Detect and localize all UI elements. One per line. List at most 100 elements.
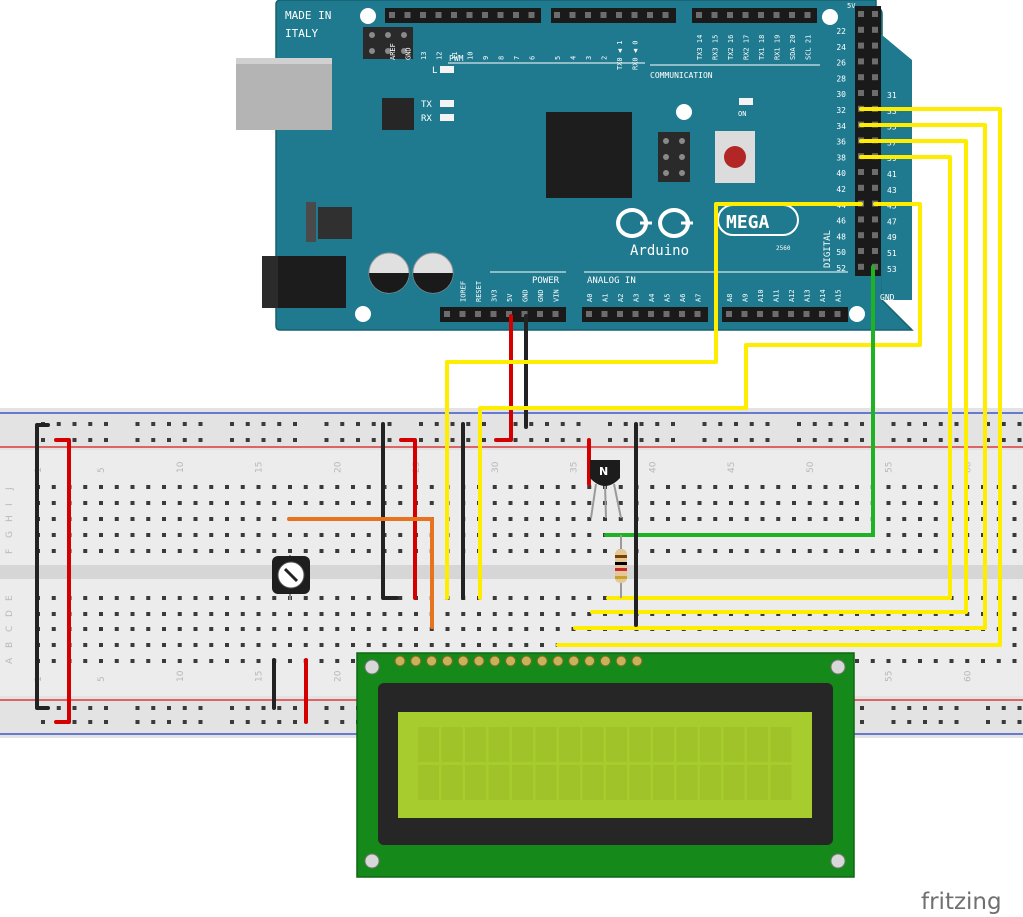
breadboard-hole <box>445 643 450 647</box>
lcd-character-cell <box>606 765 627 800</box>
breadboard-hole <box>272 643 277 647</box>
breadboard-hole <box>445 612 450 616</box>
rail-hole <box>860 438 864 442</box>
breadboard-hole <box>760 485 765 489</box>
power-pin-label: IOREF <box>460 281 468 302</box>
breadboard-hole <box>351 612 355 616</box>
digital-header-top-1 <box>385 8 541 23</box>
breadboard-hole <box>193 533 198 537</box>
breadboard-hole <box>492 596 497 600</box>
breadboard-hole <box>256 596 261 600</box>
breadboard-hole <box>162 549 166 553</box>
rail-hole <box>482 438 486 442</box>
rail-hole <box>230 720 234 724</box>
breadboard-hole <box>335 501 340 505</box>
lcd-mounting-hole <box>364 659 380 675</box>
breadboard-hole <box>177 612 182 616</box>
rail-hole <box>639 438 644 442</box>
lcd-character-cell <box>629 765 651 800</box>
breadboard-hole <box>303 627 308 631</box>
breadboard-hole <box>933 549 938 553</box>
rail-hole <box>450 438 455 442</box>
power-pin-label: GND <box>522 289 530 302</box>
rail-hole <box>797 438 801 442</box>
rail-hole <box>891 706 896 710</box>
header-pin-label: SDA 20 <box>789 35 797 60</box>
breadboard-hole <box>382 627 387 631</box>
breadboard-hole <box>398 643 403 647</box>
breadboard-hole <box>114 501 119 505</box>
breadboard-hole <box>1012 549 1017 553</box>
header-pin <box>834 311 841 317</box>
breadboard-hole <box>524 517 529 521</box>
header-pin-label: 8 <box>498 56 506 60</box>
breadboard-hole <box>209 501 214 505</box>
breadboard-hole <box>870 549 875 553</box>
lcd-character-cell <box>488 727 510 762</box>
rail-hole <box>702 422 707 426</box>
header-pin <box>632 311 639 317</box>
breadboard-hole <box>83 627 88 631</box>
breadboard-hole <box>288 549 292 553</box>
breadboard-hole <box>540 501 544 505</box>
breadboard-row-letter: H <box>5 515 15 522</box>
breadboard-hole <box>650 501 655 505</box>
digital-pin-label: 31 <box>887 91 897 100</box>
pin-gnd-label: GND <box>880 293 895 302</box>
breadboard-hole <box>319 533 324 537</box>
header-pin <box>872 26 878 33</box>
power-header <box>440 307 566 322</box>
rail-hole <box>986 706 990 710</box>
rail-hole <box>907 706 912 710</box>
rail-hole <box>891 422 896 426</box>
breadboard-hole <box>540 549 544 553</box>
header-pin <box>420 12 426 18</box>
breadboard-hole <box>744 549 749 553</box>
svg-text:MEGA: MEGA <box>726 212 770 233</box>
header-pin <box>872 11 878 17</box>
breadboard-hole <box>429 485 434 489</box>
rail-hole <box>198 706 203 710</box>
rail-hole <box>450 422 455 426</box>
header-pin <box>872 248 878 254</box>
breadboard-hole <box>225 485 229 489</box>
breadboard-hole <box>587 596 592 600</box>
rail-hole <box>356 422 360 426</box>
microcontroller-chip <box>546 112 632 198</box>
breadboard-hole <box>603 549 607 553</box>
lcd-mounting-hole <box>830 853 846 869</box>
digital-pin-label: 48 <box>836 232 846 241</box>
rail-hole <box>151 438 156 442</box>
rail-hole <box>954 438 959 442</box>
lcd-character-cell <box>723 727 745 762</box>
header-pin-label: RX0 ◀ 0 <box>632 40 640 70</box>
rail-hole <box>797 422 801 426</box>
breadboard-hole <box>366 596 371 600</box>
usb-chip <box>382 98 414 130</box>
rail-hole <box>72 438 77 442</box>
breadboard-hole <box>288 659 292 663</box>
breadboard-hole <box>776 485 781 489</box>
rail-hole <box>41 438 45 442</box>
breadboard-hole <box>839 549 844 553</box>
header-pin <box>858 90 864 96</box>
breadboard-hole <box>114 659 119 663</box>
wire-yellow-d5 <box>573 123 987 630</box>
breadboard-hole <box>272 485 277 489</box>
header-pin-label: 6 <box>529 56 537 60</box>
lcd-pin <box>599 655 611 667</box>
breadboard-hole <box>193 549 198 553</box>
led-l-label: L <box>432 66 437 76</box>
breadboard-hole <box>114 549 119 553</box>
rail-hole <box>907 438 912 442</box>
breadboard-hole <box>51 612 56 616</box>
header-pin <box>819 311 825 317</box>
breadboard-hole <box>555 549 560 553</box>
rail-hole <box>1001 438 1006 442</box>
breadboard-column-number: 15 <box>255 671 265 682</box>
digital-pin-label: 33 <box>887 107 897 116</box>
breadboard-hole <box>477 612 481 616</box>
pwm-label: PWM <box>449 54 464 63</box>
breadboard-hole <box>603 517 607 521</box>
rail-hole <box>608 438 612 442</box>
